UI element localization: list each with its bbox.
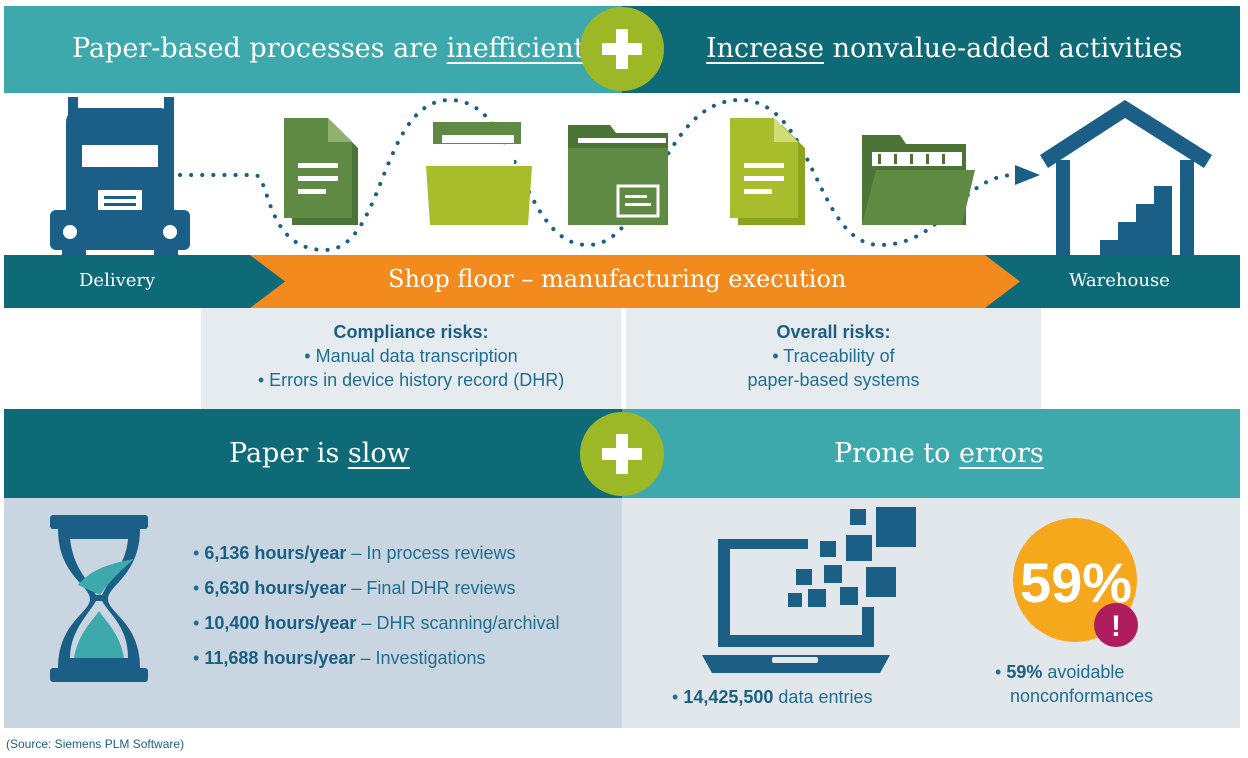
nonconf-line2: nonconformances bbox=[1010, 686, 1154, 706]
stat-nonconformances: • 59% avoidable nonconformances bbox=[995, 660, 1153, 708]
top-banner-left bbox=[4, 6, 622, 93]
process-illustration bbox=[50, 97, 1212, 258]
data-entries-label: data entries bbox=[773, 687, 873, 707]
nonconf-value: 59% bbox=[1006, 662, 1043, 682]
exclamation-icon bbox=[1094, 603, 1138, 647]
arrow-head-icon bbox=[1015, 165, 1040, 185]
compliance-risks-panel: Compliance risks: • Manual data transcri… bbox=[201, 308, 621, 410]
stat-value: 11,688 hours/year bbox=[204, 648, 356, 668]
bullet: • bbox=[193, 648, 200, 668]
overall-risk-item: paper-based systems bbox=[747, 370, 920, 390]
hourglass-icon bbox=[50, 515, 148, 682]
document-icon-2 bbox=[730, 118, 805, 225]
stat-value: 10,400 hours/year bbox=[204, 613, 357, 633]
compliance-risk-item: • Errors in device history record (DHR) bbox=[257, 370, 565, 390]
top-right-heading: Increase nonvalue-added activities bbox=[706, 5, 1183, 92]
stat-desc: – DHR scanning/archival bbox=[356, 613, 560, 633]
paper-slow-heading: Paper is slow bbox=[229, 410, 410, 497]
folder-icon bbox=[568, 125, 668, 225]
truck-icon bbox=[50, 97, 190, 258]
bullet: • bbox=[193, 613, 200, 633]
top-right-emphasis: Increase bbox=[706, 33, 824, 64]
stat-desc: – In process reviews bbox=[346, 543, 516, 563]
overall-risks-title: Overall risks: bbox=[776, 322, 891, 342]
laptop-icon bbox=[702, 507, 916, 673]
prone-errors-emphasis: errors bbox=[958, 438, 1044, 469]
stat-dhr-scanning: • 10,400 hours/year – DHR scanning/archi… bbox=[193, 613, 560, 634]
pixel-squares-icon bbox=[788, 507, 916, 607]
top-left-heading: Paper-based processes are inefficient bbox=[72, 5, 584, 92]
document-icon bbox=[284, 118, 358, 225]
bullet: • bbox=[193, 578, 200, 598]
stat-investigations: • 11,688 hours/year – Investigations bbox=[193, 648, 486, 669]
data-entries-value: 14,425,500 bbox=[683, 687, 774, 707]
file-drawer-icon bbox=[426, 122, 532, 225]
mid-banner-right bbox=[622, 409, 1240, 498]
prone-errors-heading: Prone to errors bbox=[834, 410, 1044, 497]
delivery-label: Delivery bbox=[79, 270, 156, 291]
open-folder-icon bbox=[862, 135, 975, 225]
shop-floor-label: Shop floor – manufacturing execution bbox=[388, 265, 847, 293]
source-note: (Source: Siemens PLM Software) bbox=[6, 737, 185, 751]
plus-icon bbox=[580, 7, 664, 91]
paper-slow-emphasis: slow bbox=[347, 438, 410, 469]
bullet: • bbox=[193, 543, 200, 563]
top-right-suffix: nonvalue-added activities bbox=[824, 33, 1183, 64]
top-left-prefix: Paper-based processes are bbox=[72, 33, 447, 64]
stat-value: 6,630 hours/year bbox=[204, 578, 347, 598]
bullet: • bbox=[672, 687, 679, 707]
compliance-risk-item: • Manual data transcription bbox=[304, 346, 518, 366]
shop-floor-arrow bbox=[250, 255, 1020, 308]
stat-desc: – Final DHR reviews bbox=[346, 578, 516, 598]
stat-value: 6,136 hours/year bbox=[204, 543, 347, 563]
mid-banner-left bbox=[4, 409, 622, 498]
exclamation-mark: ! bbox=[1111, 610, 1121, 643]
nonconf-line1: avoidable bbox=[1042, 662, 1125, 682]
plus-icon-2 bbox=[580, 412, 664, 496]
compliance-risks-title: Compliance risks: bbox=[333, 322, 489, 342]
stat-final-dhr-reviews: • 6,630 hours/year – Final DHR reviews bbox=[193, 578, 515, 599]
stat-in-process-reviews: • 6,136 hours/year – In process reviews bbox=[193, 543, 516, 564]
top-banner-right bbox=[622, 6, 1240, 93]
overall-risks-panel: Overall risks: • Traceability of paper-b… bbox=[626, 308, 1041, 410]
bullet: • bbox=[995, 662, 1002, 682]
stat-data-entries: • 14,425,500 data entries bbox=[672, 687, 872, 708]
warehouse-icon bbox=[1040, 100, 1212, 258]
paper-slow-prefix: Paper is bbox=[229, 438, 348, 469]
percent-badge: 59% ! bbox=[1013, 518, 1138, 647]
prone-errors-prefix: Prone to bbox=[834, 438, 959, 469]
warehouse-label: Warehouse bbox=[1069, 270, 1170, 291]
top-left-emphasis: inefficient bbox=[446, 33, 585, 64]
stat-desc: – Investigations bbox=[355, 648, 486, 668]
overall-risk-item: • Traceability of bbox=[772, 346, 895, 366]
